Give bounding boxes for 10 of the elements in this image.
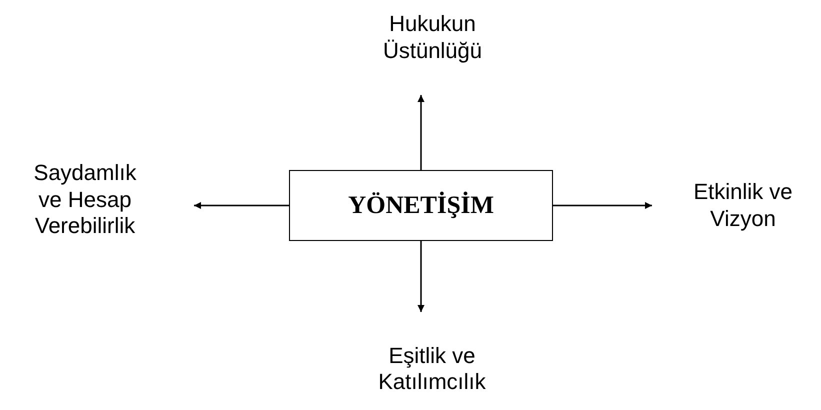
arrow bbox=[194, 202, 289, 209]
arrow bbox=[418, 241, 424, 312]
arrow bbox=[418, 95, 424, 170]
concept-label: Hukukun Üstünlüğü bbox=[382, 11, 484, 64]
concept-label: Eşitlik ve Katılımcılık bbox=[377, 342, 487, 396]
arrow bbox=[553, 202, 652, 209]
concept-label: Etkinlik ve Vizyon bbox=[692, 179, 794, 232]
concept-label: Saydamlık ve Hesap Verebilirlik bbox=[32, 160, 138, 240]
box-title: YÖNETİŞİM bbox=[348, 192, 494, 220]
process-box bbox=[289, 170, 553, 241]
